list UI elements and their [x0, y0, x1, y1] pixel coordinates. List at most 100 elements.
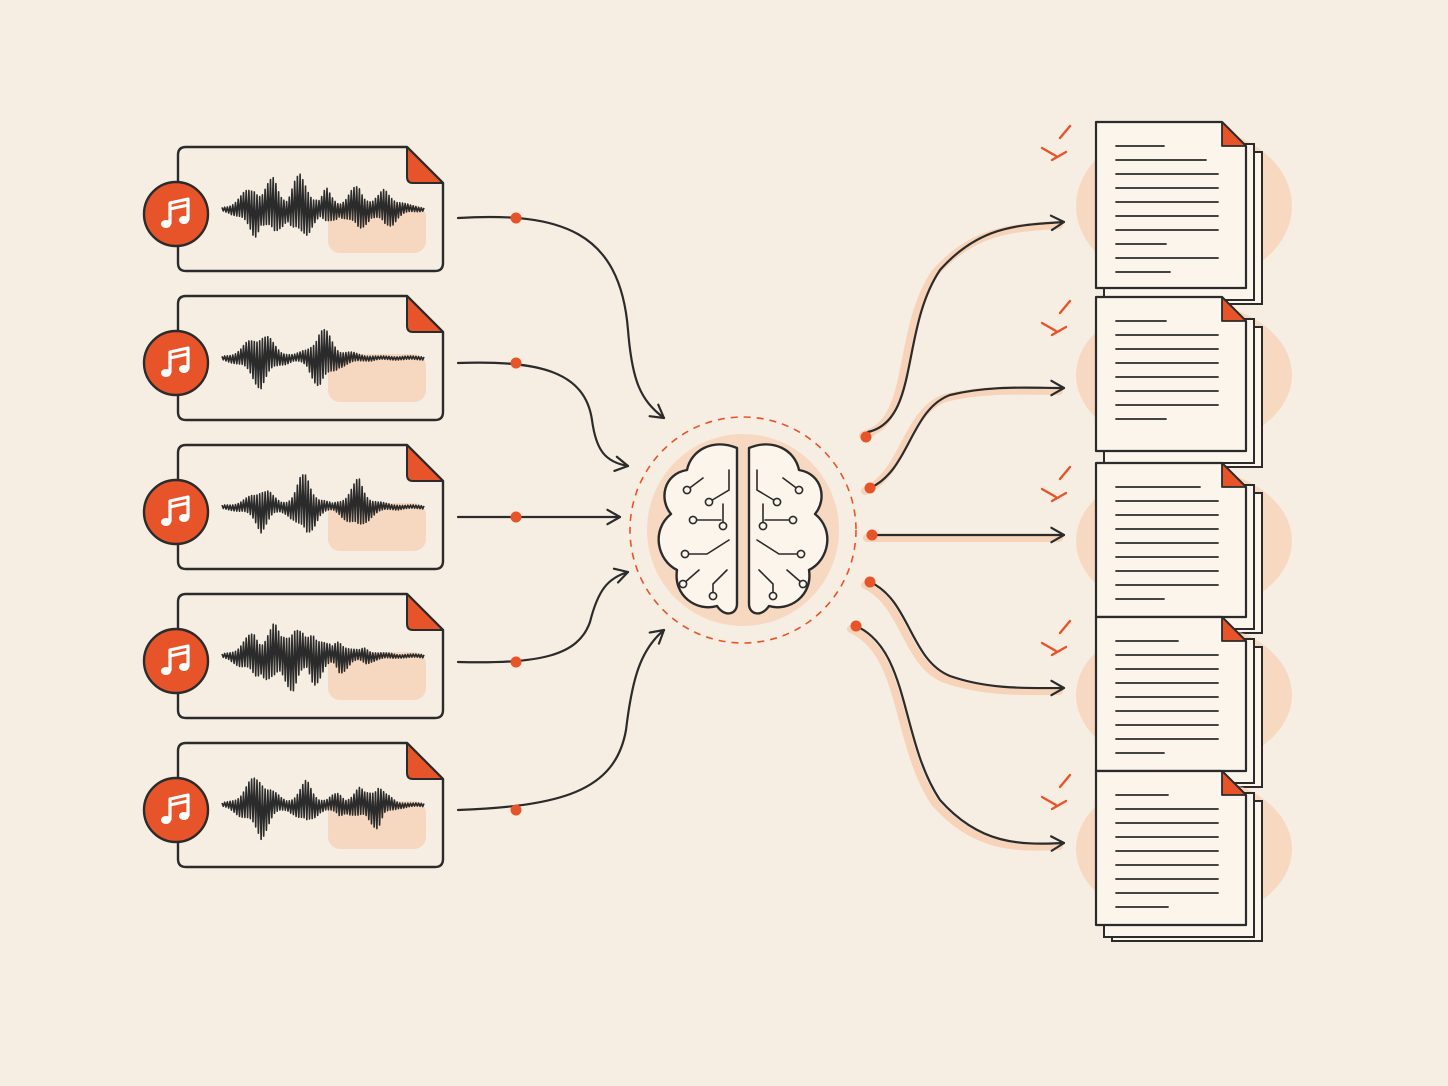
- document-stack: [1040, 769, 1292, 942]
- circuit-node: [678, 579, 688, 589]
- sparkle-mark: [1058, 124, 1072, 140]
- document-corner-fold: [1221, 770, 1247, 796]
- circuit-node: [682, 485, 692, 495]
- music-badge: [142, 627, 210, 695]
- sparkle-mark: [1050, 150, 1068, 162]
- audio-file-card: [142, 294, 445, 422]
- audio-file-card: [142, 443, 445, 571]
- file-corner-fold: [406, 593, 444, 631]
- brain-left-hemisphere: [657, 443, 739, 615]
- sparkle-mark: [1050, 645, 1068, 657]
- document-stack: [1040, 461, 1292, 634]
- circuit-node: [796, 549, 806, 559]
- waveform: [221, 173, 425, 238]
- sparkle-mark: [1050, 799, 1068, 811]
- music-note-icon: [142, 329, 210, 397]
- sparkle-mark: [1040, 146, 1058, 158]
- file-outline: [176, 145, 445, 273]
- circuit-trace: [708, 469, 730, 503]
- music-badge: [142, 180, 210, 248]
- music-badge: [142, 478, 210, 546]
- waveform: [221, 328, 425, 390]
- file-outline: [176, 741, 445, 869]
- music-badge: [142, 329, 210, 397]
- input-arrow: [456, 215, 666, 420]
- processor-node: [629, 416, 857, 644]
- circuit-trace: [684, 539, 730, 555]
- music-note-icon: [142, 627, 210, 695]
- file-outline: [176, 592, 445, 720]
- document-corner-fold: [1221, 121, 1247, 147]
- circuit-node: [768, 591, 778, 601]
- output-arrow: [868, 379, 1066, 490]
- sparkle-mark: [1040, 795, 1058, 807]
- output-arrow-shadow: [859, 221, 1063, 439]
- circuit-trace: [756, 469, 778, 503]
- sparkle-mark: [1040, 641, 1058, 653]
- connector-dot: [510, 804, 522, 816]
- brain-circuit-icon: [657, 443, 829, 615]
- file-corner-fold: [406, 146, 444, 184]
- connector-dot: [510, 656, 522, 668]
- connector-dot: [850, 620, 862, 632]
- highlight-patch: [328, 354, 426, 402]
- circuit-node: [758, 521, 768, 531]
- connector-dot: [860, 431, 872, 443]
- output-documents-column: [1040, 120, 1292, 942]
- connector-dot: [510, 357, 522, 369]
- output-arrow: [854, 624, 1066, 852]
- music-note-icon: [142, 478, 210, 546]
- processor-dashed-ring: [629, 416, 857, 644]
- sparkle-mark: [1050, 325, 1068, 337]
- waveform: [221, 474, 425, 534]
- document-corner-fold: [1221, 616, 1247, 642]
- document-corner-fold: [1221, 462, 1247, 488]
- document-icon: [1094, 120, 1248, 290]
- waveform: [221, 623, 425, 692]
- connector-layer: [456, 212, 1066, 852]
- circuit-node: [708, 591, 718, 601]
- brain-right-hemisphere: [747, 443, 829, 615]
- circuit-node: [680, 549, 690, 559]
- input-arrow: [456, 628, 666, 812]
- document-stack: [1040, 615, 1292, 788]
- circuit-node: [788, 515, 798, 525]
- highlight-patch: [328, 652, 426, 700]
- music-note-icon: [142, 776, 210, 844]
- sparkle-mark: [1058, 465, 1072, 481]
- circuit-node: [688, 515, 698, 525]
- music-note-icon: [142, 180, 210, 248]
- circuit-trace: [756, 539, 802, 555]
- file-outline: [176, 294, 445, 422]
- file-corner-fold: [406, 742, 444, 780]
- circuit-node: [798, 579, 808, 589]
- circuit-node: [772, 497, 782, 507]
- music-badge: [142, 776, 210, 844]
- output-arrow: [868, 580, 1066, 697]
- connector-dot: [864, 576, 876, 588]
- file-outline: [176, 443, 445, 571]
- file-corner-fold: [406, 444, 444, 482]
- sparkle-mark: [1050, 491, 1068, 503]
- connector-dot: [864, 482, 876, 494]
- input-files-column: [142, 145, 445, 869]
- sparkle-mark: [1058, 619, 1072, 635]
- connector-dot: [510, 212, 522, 224]
- audio-file-card: [142, 741, 445, 869]
- audio-file-card: [142, 592, 445, 720]
- sparkle-mark: [1040, 487, 1058, 499]
- sparkle-mark: [1058, 773, 1072, 789]
- output-arrow-shadow: [861, 581, 1063, 696]
- circuit-node: [704, 497, 714, 507]
- sparkle-mark: [1058, 299, 1072, 315]
- audio-file-card: [142, 145, 445, 273]
- circuit-node: [718, 521, 728, 531]
- sparkle-mark: [1040, 321, 1058, 333]
- document-corner-fold: [1221, 296, 1247, 322]
- waveform: [221, 777, 425, 841]
- output-arrow: [866, 214, 1066, 434]
- connector-dot: [866, 529, 878, 541]
- document-stack: [1040, 120, 1292, 305]
